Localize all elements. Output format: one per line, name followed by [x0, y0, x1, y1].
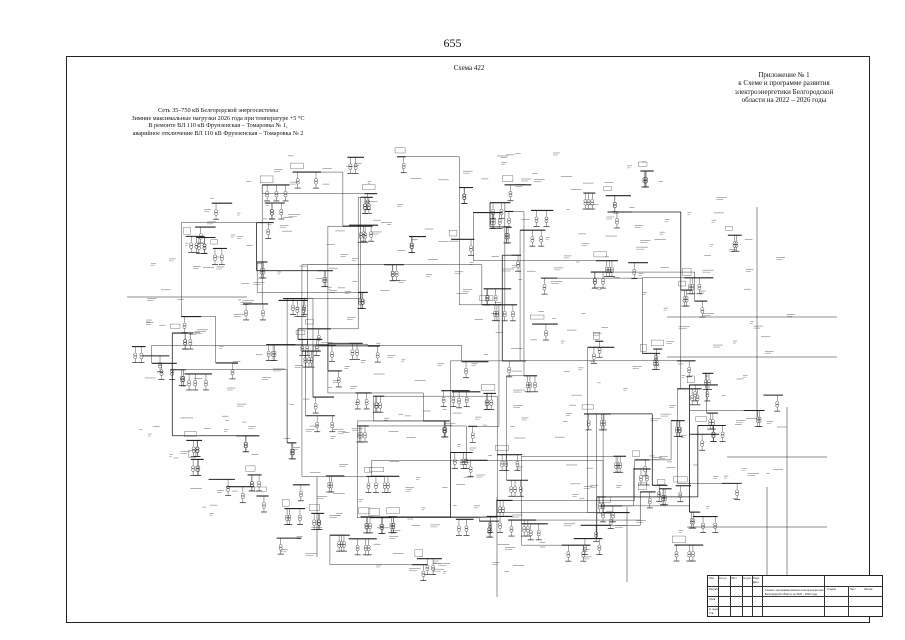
stamp-row: Разраб. [709, 588, 719, 591]
appendix-line: к Схеме и программе развития [738, 79, 830, 88]
stamp-cell: Изм. [709, 577, 715, 580]
stamp-row: Утв. [709, 612, 714, 615]
appendix-line: электроэнергетики Белгородской [734, 87, 834, 96]
title-block-rule [824, 576, 825, 616]
title-block-rule [752, 576, 753, 616]
stamp-cell: № док. [743, 577, 752, 580]
stamp-sheet-cell: Лист [850, 588, 856, 591]
scheme-description: Сеть 35–750 кВ Белгородской энергосистем… [113, 107, 323, 137]
stamp-cell: Лист [731, 577, 737, 580]
description-line: аварийное отключение ВЛ 110 кВ Фрунзенск… [132, 129, 304, 137]
stamp-doc-title: Белгородской области на 2022 – 2026 годы [765, 593, 818, 596]
appendix-note: Приложение № 1 к Схеме и программе разви… [719, 71, 849, 105]
stamp-cell: Дата [753, 581, 759, 584]
description-line: Сеть 35–750 кВ Белгородской энергосистем… [158, 107, 278, 114]
description-line: В ремонте ВЛ 110 кВ Фрунзенская – Томаро… [148, 122, 288, 130]
stamp-row: Н. контр. [709, 608, 720, 611]
drawing-sheet: Схема 422 Приложение № 1 к Схеме и прогр… [66, 56, 883, 623]
stamp-doc-title: Схема и программа развития электроэнерге… [765, 589, 824, 592]
title-block-rule [848, 586, 849, 616]
title-block-rule [730, 576, 731, 616]
title-block-rule [718, 576, 719, 616]
title-block-rule [708, 606, 882, 607]
title-block-rule [742, 576, 743, 616]
page-number: 655 [443, 36, 462, 50]
stamp-cell: Кол.уч [719, 577, 727, 580]
power-network-diagram [127, 147, 837, 597]
description-line: Зимние максимальные нагрузки 2026 года п… [131, 114, 305, 122]
schematic-lines [127, 147, 837, 597]
appendix-line: области на 2022 – 2026 годы [741, 96, 827, 105]
stamp-sheet-cell: Листов [864, 588, 873, 591]
title-block: Изм. Кол.уч Лист № док. Подп. Дата Разра… [707, 575, 883, 617]
scheme-label: Схема 422 [453, 64, 485, 72]
appendix-line: Приложение № 1 [758, 71, 810, 79]
title-block-rule [708, 586, 882, 587]
stamp-row: Пров. [709, 598, 716, 601]
title-block-rule [762, 576, 763, 616]
stamp-cell: Подп. [753, 577, 760, 580]
title-block-rule [708, 596, 882, 597]
stamp-sheet-cell: Стадия [827, 588, 836, 591]
